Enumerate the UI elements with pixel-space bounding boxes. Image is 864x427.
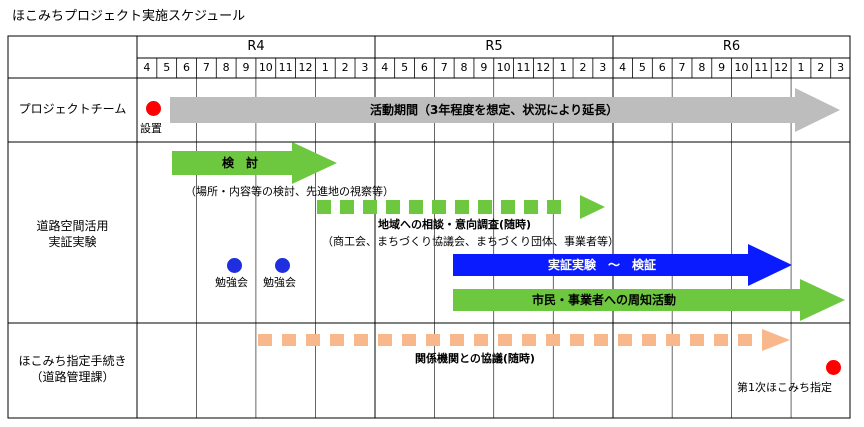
month-header: 12 — [536, 61, 551, 74]
month-header: 9 — [242, 61, 250, 74]
month-header: 5 — [401, 61, 409, 74]
row-label-line: 道路空間活用 — [36, 219, 109, 233]
month-header: 3 — [837, 61, 845, 74]
year-header-r4: R4 — [247, 39, 265, 54]
row-label-line: ほこみち指定手続き — [18, 354, 127, 368]
month-header: 2 — [579, 61, 587, 74]
study-session-dot-1 — [227, 258, 242, 273]
row-label-experiment: 道路空間活用 実証実験 — [8, 218, 137, 250]
month-header: 1 — [559, 61, 567, 74]
month-header: 10 — [258, 61, 273, 74]
month-header: 5 — [638, 61, 646, 74]
study-label: 検 討 — [222, 156, 259, 170]
outreach-arrow — [453, 279, 845, 321]
month-header: 3 — [599, 61, 607, 74]
month-header: 8 — [222, 61, 230, 74]
month-header: 6 — [658, 61, 666, 74]
setup-label: 設置 — [140, 122, 162, 135]
month-header: 8 — [460, 61, 468, 74]
page-title: ほこみちプロジェクト実施スケジュール — [12, 9, 246, 24]
setup-dot — [146, 101, 161, 116]
study-session-label-1: 勉強会 — [215, 276, 248, 289]
month-header: 1 — [797, 61, 805, 74]
month-header: 11 — [516, 61, 531, 74]
agency-dashed-arrow — [258, 329, 790, 351]
month-header: 7 — [202, 61, 210, 74]
month-header: 4 — [619, 61, 627, 74]
year-header-r5: R5 — [485, 39, 503, 54]
study-arrow — [172, 142, 337, 184]
designation-label: 第1次ほこみち指定 — [737, 381, 832, 394]
month-header: 3 — [361, 61, 369, 74]
study-session-dot-2 — [275, 258, 290, 273]
study-note: （場所・内容等の検討、先進地の視察等） — [185, 185, 394, 198]
month-header: 10 — [734, 61, 749, 74]
month-header: 12 — [774, 61, 789, 74]
month-header: 8 — [698, 61, 706, 74]
month-header: 4 — [381, 61, 389, 74]
month-header: 6 — [420, 61, 428, 74]
month-header: 12 — [298, 61, 313, 74]
year-header-r6: R6 — [722, 39, 741, 54]
month-header: 11 — [278, 61, 293, 74]
month-header: 9 — [480, 61, 488, 74]
month-header: 5 — [163, 61, 171, 74]
study-session-label-2: 勉強会 — [263, 276, 296, 289]
consult-note: （商工会、まちづくり協議会、まちづくり団体、事業者等） — [322, 235, 619, 248]
month-header: 11 — [754, 61, 769, 74]
designation-dot — [826, 360, 841, 375]
outreach-label: 市民・事業者への周知活動 — [532, 293, 677, 307]
month-header: 7 — [440, 61, 448, 74]
row-label-line: （道路管理課） — [30, 370, 115, 384]
row-label-line: 実証実験 — [48, 235, 97, 249]
month-header: 9 — [718, 61, 726, 74]
month-header: 7 — [678, 61, 686, 74]
activity-period-label: 活動期間（3年程度を想定、状況により延長） — [370, 103, 619, 117]
row-label-line: プロジェクトチーム — [18, 102, 127, 116]
row-label-designation: ほこみち指定手続き （道路管理課） — [8, 353, 137, 385]
month-header: 2 — [341, 61, 349, 74]
month-header: 1 — [321, 61, 329, 74]
month-header: 6 — [183, 61, 191, 74]
row-label-project-team: プロジェクトチーム — [8, 101, 137, 117]
consult-dashed-arrow — [317, 195, 605, 219]
experiment-arrow — [453, 244, 792, 286]
month-header: 10 — [496, 61, 511, 74]
experiment-label: 実証実験 ～ 検証 — [548, 258, 657, 272]
activity-period-arrow — [170, 88, 840, 132]
month-header: 4 — [143, 61, 151, 74]
consult-label: 地域への相談・意向調査(随時) — [378, 218, 532, 231]
agency-label: 関係機関との協議(随時) — [415, 352, 535, 365]
month-header: 2 — [817, 61, 825, 74]
